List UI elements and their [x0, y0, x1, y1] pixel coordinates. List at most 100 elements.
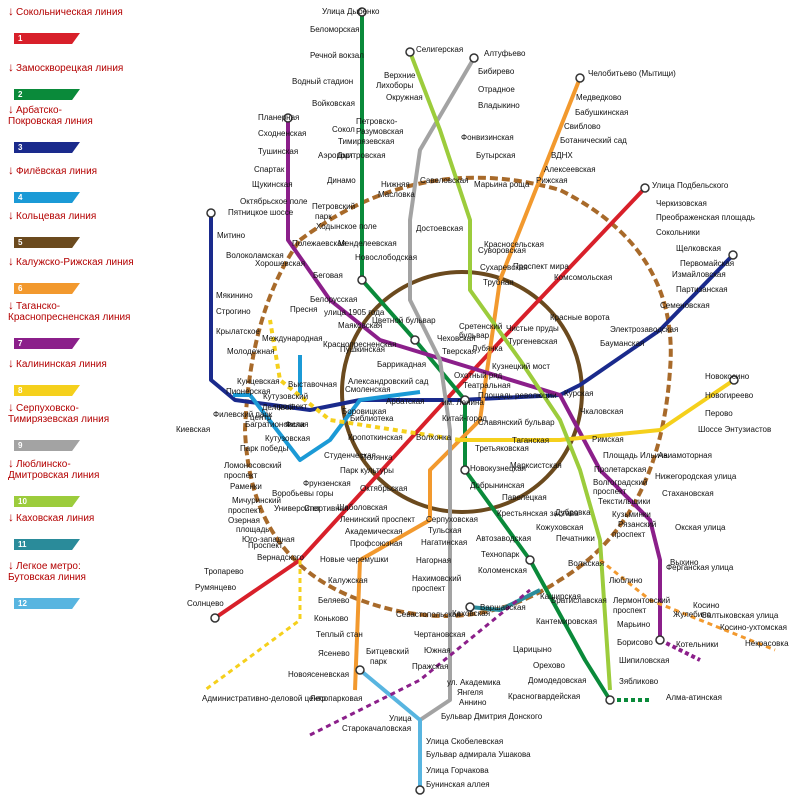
- station-label: Суворовская: [478, 246, 526, 255]
- ring-line-5: [340, 270, 584, 514]
- station-label: Сухаревская: [480, 263, 528, 272]
- arrow-down-icon: ↓: [8, 510, 14, 524]
- station-label: Пресня: [290, 305, 317, 314]
- station-label: Орехово: [533, 661, 565, 670]
- station-label: Чкаловская: [580, 407, 623, 416]
- station-label: Смоленская: [345, 385, 391, 394]
- station-label: Крылатское: [216, 327, 260, 336]
- station-label: Библиотека: [350, 414, 394, 423]
- station-label: Перово: [705, 409, 733, 418]
- station-label: Аннино: [459, 698, 487, 707]
- station-label: Некрасовка: [745, 639, 789, 648]
- station-label: Цветной бульвар: [372, 316, 436, 325]
- station-label: Александровский сад: [348, 377, 429, 386]
- station-label: Челобитьево (Мытищи): [588, 69, 676, 78]
- legend-line-name: ↓Калининская линия: [8, 356, 107, 370]
- station-label: Крестьянская застава: [497, 509, 579, 518]
- station-label: Планерная: [258, 113, 299, 122]
- station-label: Тверская: [442, 347, 476, 356]
- station-label: Зябликово: [619, 677, 659, 686]
- station-marker: [729, 375, 739, 385]
- legend-line-name: ↓Легкое метро:Бутовская линия: [8, 558, 86, 583]
- line-planned-purple: [309, 588, 531, 737]
- legend-line-badge: 7: [14, 338, 80, 349]
- station-label: Рижская: [536, 176, 568, 185]
- station-label: Сокол: [332, 125, 355, 134]
- station-label: Строгино: [216, 307, 251, 316]
- station-label: Театральная: [463, 381, 511, 390]
- station-label: Нахимовский: [412, 574, 461, 583]
- station-label: Динамо: [327, 176, 356, 185]
- station-label: Беломорская: [310, 25, 360, 34]
- station-marker: [469, 53, 479, 63]
- station-marker: [575, 73, 585, 83]
- station-label: Бульвар адмирала Ушакова: [426, 750, 531, 759]
- legend-line-badge: 9: [14, 440, 80, 451]
- station-label: проспект: [412, 584, 446, 593]
- station-label: Технопарк: [481, 550, 520, 559]
- station-label: Коньково: [314, 614, 349, 623]
- station-label: Новокузнецкая: [470, 464, 526, 473]
- station-label: Академическая: [345, 527, 403, 536]
- station-label: Раменки: [230, 482, 262, 491]
- station-label: Варшавская: [480, 603, 526, 612]
- station-label: Кутузовская: [265, 434, 310, 443]
- legend-line-badge: 4: [14, 192, 80, 203]
- station-label: Алма-атинская: [666, 693, 722, 702]
- arrow-down-icon: ↓: [8, 254, 14, 268]
- station-label: Пролетарская: [594, 465, 646, 474]
- station-label: Улица Скобелевская: [426, 737, 503, 746]
- station-label: Водный стадион: [292, 77, 353, 86]
- station-label: Румянцево: [195, 583, 237, 592]
- station-marker: [355, 665, 365, 675]
- station-label: Баррикадная: [377, 360, 426, 369]
- station-label: парк: [370, 657, 387, 666]
- station-label: Южная: [424, 646, 451, 655]
- station-label: Красные ворота: [550, 313, 610, 322]
- station-label: Воробьевы горы: [272, 489, 334, 498]
- station-label: Кантемировская: [536, 617, 597, 626]
- station-label: Трубная: [483, 278, 514, 287]
- station-label: Пятницкое шоссе: [228, 208, 294, 217]
- station-label: Проспект мира: [513, 262, 569, 271]
- station-label: Котельники: [676, 640, 718, 649]
- station-label: Филевский парк: [213, 410, 273, 419]
- station-label: Марьино: [617, 620, 651, 629]
- line-7-extension: [659, 638, 701, 662]
- station-marker: [283, 113, 293, 123]
- station-label: Лихоборы: [376, 81, 414, 90]
- station-label: Авиамоторная: [658, 451, 712, 460]
- station-label: Красногвардейская: [508, 692, 580, 701]
- station-marker: [357, 275, 367, 285]
- station-label: Бауманская: [600, 339, 644, 348]
- legend-line-badge: 10: [14, 496, 80, 507]
- station-label: Владыкино: [478, 101, 520, 110]
- station-label: Электрозаводская: [610, 325, 678, 334]
- station-label: Улица Дыбенко: [322, 7, 380, 16]
- station-label: Петровский: [312, 202, 355, 211]
- station-label: Сокольники: [656, 228, 700, 237]
- station-label: Окружная: [386, 93, 423, 102]
- legend-line-name: ↓Серпуховско-Тимирязевская линия: [8, 400, 110, 425]
- station-label: Пражская: [412, 662, 448, 671]
- station-label: Октябрьское поле: [240, 197, 308, 206]
- station-label: Ломоносовский: [224, 461, 282, 470]
- station-label: Севастопольская: [396, 610, 461, 619]
- arrow-down-icon: ↓: [8, 208, 14, 222]
- station-label: Ходынское поле: [316, 222, 377, 231]
- station-label: Масловка: [378, 190, 415, 199]
- station-label: Новоясеневская: [288, 670, 349, 679]
- station-label: Киевская: [176, 425, 210, 434]
- station-label: Кутузовский: [263, 392, 308, 401]
- arrow-down-icon: ↓: [8, 60, 14, 74]
- station-label: Славянский бульвар: [478, 418, 555, 427]
- station-label: Дубровка: [555, 508, 591, 517]
- station-marker: [410, 335, 420, 345]
- station-label: Войковская: [312, 99, 355, 108]
